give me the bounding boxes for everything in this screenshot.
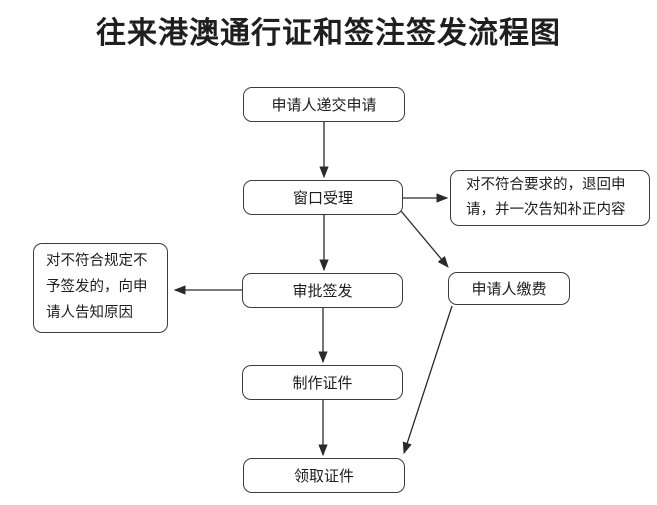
diagram-title: 往来港澳通行证和签注签发流程图 [96, 17, 561, 50]
node-label: 对不符合要求的，退回申 请，并一次告知补正内容 [466, 177, 626, 218]
node-label: 制作证件 [292, 375, 353, 392]
node-approval-issuance: 审批签发 [242, 273, 403, 308]
arrow-payment-to-collection [402, 305, 453, 455]
node-card-collection: 领取证件 [243, 458, 405, 493]
node-window-acceptance: 窗口受理 [243, 180, 403, 215]
node-label: 窗口受理 [292, 190, 353, 207]
node-label: 申请人缴费 [471, 281, 547, 298]
node-refusal-reason-notice: 对不符合规定不 予签发的，向申 请人告知原因 [33, 243, 168, 333]
node-return-application-notice: 对不符合要求的，退回申 请，并一次告知补正内容 [450, 170, 650, 226]
node-card-production: 制作证件 [242, 365, 403, 400]
node-label: 领取证件 [293, 468, 354, 485]
node-label: 审批签发 [292, 283, 353, 300]
arrow-acceptance-to-payment [400, 210, 449, 268]
node-applicant-payment: 申请人缴费 [448, 272, 570, 305]
node-submit-application: 申请人递交申请 [243, 87, 405, 122]
node-label: 申请人递交申请 [271, 97, 377, 114]
node-label: 对不符合规定不 予签发的，向申 请人告知原因 [46, 253, 148, 321]
